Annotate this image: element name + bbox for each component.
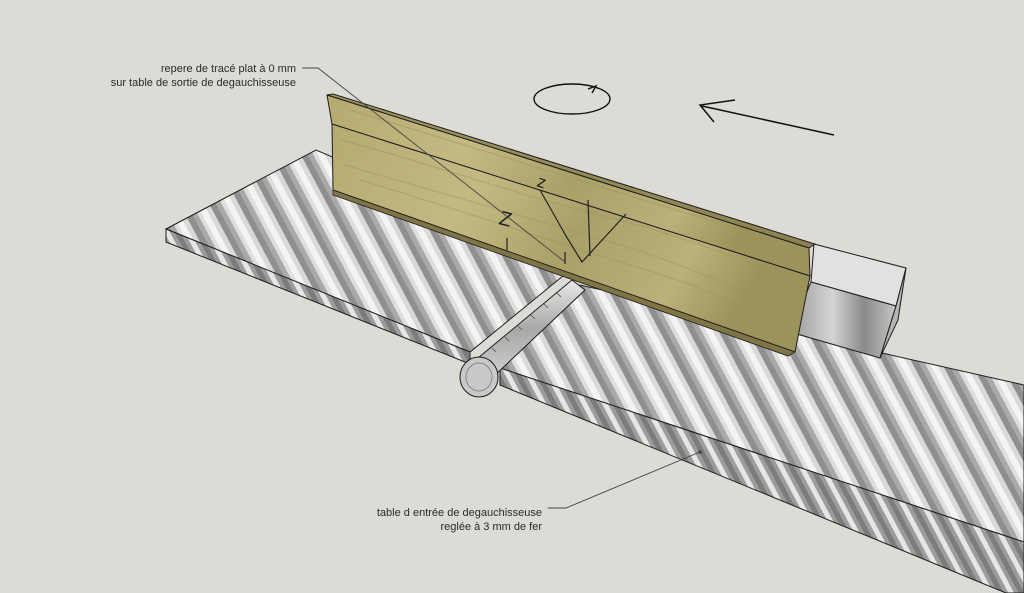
fence-block (789, 243, 907, 359)
infeed-annotation-line-2: reglée à 3 mm de fer (440, 521, 543, 533)
leader-infeed (548, 451, 701, 509)
outfeed-table-annotation: repere de tracé plat à 0 mm sur table de… (60, 62, 296, 90)
leader-outfeed (302, 67, 566, 263)
pencil-mark-2: Z (497, 208, 514, 232)
leader-dot (698, 450, 702, 454)
rotation-arrow-icon (533, 83, 611, 115)
cutter-head-ticks (491, 292, 562, 353)
feed-direction-arrow-icon (698, 99, 835, 136)
outfeed-annotation-line-2: sur table de sortie de degauchisseuse (110, 77, 296, 89)
cutter-head (459, 279, 586, 398)
infeed-annotation-line-1: table d entrée de degauchisseuse (376, 507, 542, 519)
infeed-table-annotation: table d entrée de degauchisseuse reglée … (320, 506, 542, 534)
pencil-line (587, 199, 591, 257)
outfeed-annotation-line-1: repere de tracé plat à 0 mm (160, 63, 296, 75)
wood-grain (339, 109, 809, 335)
leader-lines (302, 67, 701, 509)
pencil-v-mark (539, 189, 627, 263)
outfeed-table (164, 149, 581, 365)
wood-board (326, 93, 817, 357)
